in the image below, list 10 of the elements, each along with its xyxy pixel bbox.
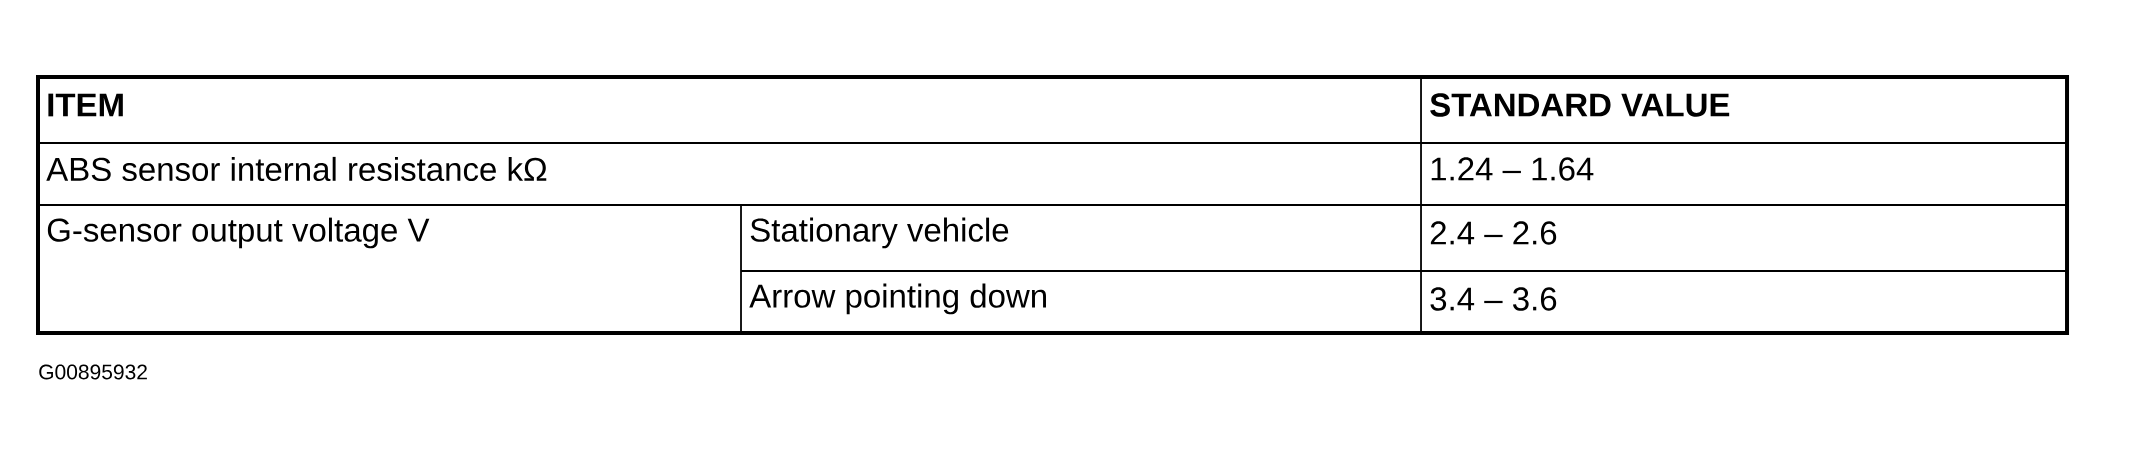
table-text: 3.4 – 3.6 [1430,287,1557,311]
table-text: Arrow pointing down [749,283,1046,315]
table-text: Stationary vehicle [750,217,1009,249]
column-header: STANDARD VALUE [1430,93,1730,117]
table-text: 1.24 – 1.64 [1431,157,1594,181]
table-text: ABS sensor internal resistance kΩ [46,156,547,182]
table-text: 2.4 – 2.6 [1430,221,1557,245]
column-header: ITEM [48,93,123,117]
code-label: G00895932 [39,364,147,380]
table-text: G-sensor output voltage V [47,217,430,249]
